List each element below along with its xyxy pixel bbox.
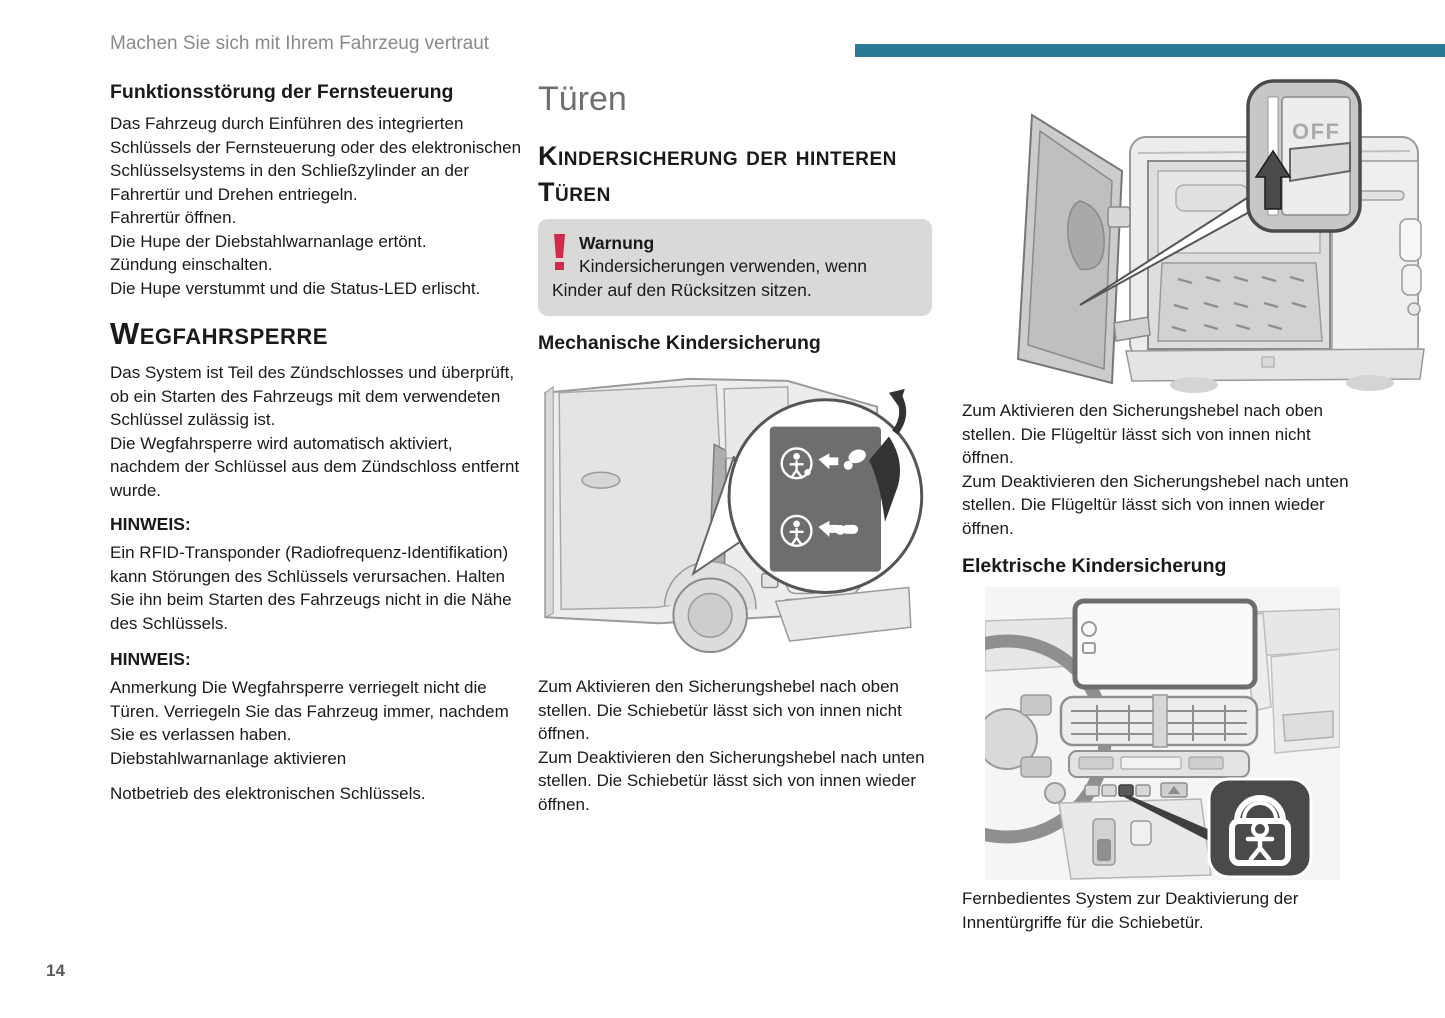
warning-title: Warnung bbox=[579, 233, 655, 253]
body-line: Das System ist Teil des Zündschlosses un… bbox=[110, 363, 515, 429]
child-lock-label bbox=[769, 426, 882, 572]
warning-box: Warnung Kindersicherungen verwenden, wen… bbox=[538, 219, 932, 316]
body-line: Die Hupe verstummt und die Status-LED er… bbox=[110, 278, 481, 298]
illustration-wing-door-child-lock: OFF bbox=[1016, 79, 1425, 393]
body-line: Zum Aktivieren den Sicherungshebel nach … bbox=[538, 677, 902, 743]
column-left: Funktionsstörung der Fernsteuerung Das F… bbox=[110, 80, 522, 806]
section-title-child-lock: Kindersicherung der hinteren Türen bbox=[538, 141, 897, 207]
paragraph-remote-malfunction: Das Fahrzeug durch Einführen des integri… bbox=[110, 112, 522, 300]
body-line: Anmerkung Die Wegfahrsperre verriegelt n… bbox=[110, 678, 509, 744]
heading-remote-malfunction: Funktionsstörung der Fernsteuerung bbox=[110, 81, 454, 103]
heading-immobilizer: Wegfahrsperre bbox=[110, 316, 328, 351]
subheading-mechanical-child-lock: Mechanische Kindersicherung bbox=[538, 332, 821, 354]
electric-child-lock-button bbox=[1118, 784, 1134, 797]
subheading-electric-child-lock: Elektrische Kindersicherung bbox=[962, 555, 1227, 577]
child-lock-engaged-icon bbox=[780, 447, 813, 480]
child-lock-icon bbox=[1229, 795, 1291, 866]
column-middle: Türen Kindersicherung der hinteren Türen… bbox=[538, 80, 932, 816]
body-line: Fahrertür öffnen. bbox=[110, 208, 237, 227]
dash-button-row bbox=[1084, 782, 1188, 798]
paragraph-note-2: Anmerkung Die Wegfahrsperre verriegelt n… bbox=[110, 676, 522, 770]
illustration-electric-child-lock bbox=[985, 587, 1340, 880]
illustration-mechanical-child-lock bbox=[544, 377, 924, 654]
note-label: HINWEIS: bbox=[110, 649, 191, 669]
body-line: Das Fahrzeug durch Einführen des integri… bbox=[110, 114, 522, 204]
figure-caption: Fernbedientes System zur Deaktivierung d… bbox=[962, 889, 1299, 932]
warning-text: Kindersicherungen verwenden, wenn Kinder… bbox=[552, 256, 867, 300]
page-number: 14 bbox=[46, 961, 65, 980]
paragraph-immobilizer: Das System ist Teil des Zündschlosses un… bbox=[110, 361, 522, 502]
body-line: Zum Deaktivieren den Sicherungshebel nac… bbox=[962, 471, 1349, 538]
note-label: HINWEIS: bbox=[110, 514, 191, 534]
paragraph-key-emergency: Notbetrieb des elektronischen Schlüssels… bbox=[110, 784, 426, 803]
body-line: Die Hupe der Diebstahlwarnanlage ertönt. bbox=[110, 231, 427, 251]
paragraph-note-1: Ein RFID-Transponder (Radiofrequenz-Iden… bbox=[110, 543, 512, 633]
warning-exclamation-icon bbox=[554, 234, 565, 270]
body-line: Die Wegfahrsperre wird automatisch aktiv… bbox=[110, 433, 520, 500]
body-line: Zum Aktivieren den Sicherungshebel nach … bbox=[962, 401, 1324, 467]
paragraph-wing-door-child-lock: Zum Aktivieren den Sicherungshebel nach … bbox=[962, 399, 1354, 540]
child-lock-released-icon bbox=[780, 514, 813, 547]
body-line: Diebstahlwarnanlage aktivieren bbox=[110, 748, 347, 768]
lock-lever bbox=[869, 436, 901, 522]
chapter-title-doors: Türen bbox=[538, 80, 627, 118]
running-header: Machen Sie sich mit Ihrem Fahrzeug vertr… bbox=[110, 33, 490, 54]
column-right: OFF Zum Aktivieren den Sicherungshebel n… bbox=[962, 73, 1425, 951]
paragraph-mechanical-child-lock: Zum Aktivieren den Sicherungshebel nach … bbox=[538, 675, 932, 816]
body-line: Zündung einschalten. bbox=[110, 255, 273, 274]
body-line: Zum Deaktivieren den Sicherungshebel nac… bbox=[538, 747, 925, 814]
off-switch bbox=[1289, 141, 1351, 183]
off-switch-label: OFF bbox=[1292, 119, 1341, 144]
chapter-accent-bar bbox=[855, 44, 1445, 57]
up-arrow-icon bbox=[1254, 149, 1292, 210]
